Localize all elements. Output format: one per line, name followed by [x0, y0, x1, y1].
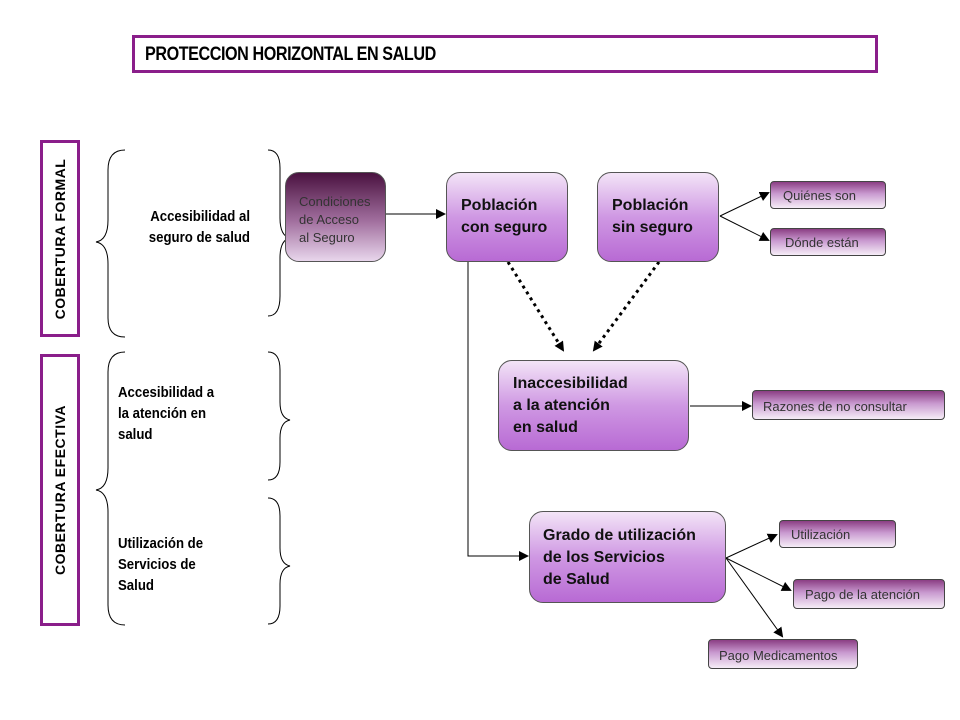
- arrow-con-seguro-grado: [467, 262, 529, 561]
- brace-efectiva: [95, 351, 126, 626]
- label-accesibilidad-atencion: Accesibilidad a la atención en salud: [118, 384, 215, 443]
- leaf-quienes-son: Quiénes son: [770, 181, 886, 209]
- node-inaccesibilidad: Inaccesibilidad a la atención en salud: [498, 360, 689, 451]
- arrow-grado-utilizacion: [725, 533, 778, 559]
- brace-atencion: [267, 351, 291, 481]
- leaf-razones-no-consultar: Razones de no consultar: [752, 390, 945, 420]
- dotted-sin-seguro: [592, 261, 661, 352]
- cobertura-efectiva-box: COBERTURA EFECTIVA: [40, 354, 80, 626]
- leaf-utilizacion: Utilización: [779, 520, 896, 548]
- dotted-con-seguro: [506, 261, 565, 352]
- leaf-pago-atencion: Pago de la atención: [793, 579, 945, 609]
- leaf-donde-estan: Dónde están: [770, 228, 886, 256]
- leaf-pago-medicamentos: Pago Medicamentos: [708, 639, 858, 669]
- node-poblacion-sin-seguro: Población sin seguro: [597, 172, 719, 262]
- title-box: PROTECCION HORIZONTAL EN SALUD: [132, 35, 878, 73]
- node-poblacion-con-seguro: Población con seguro: [446, 172, 568, 262]
- node-condiciones: Condiciones de Acceso al Seguro: [285, 172, 386, 262]
- cobertura-efectiva-label: COBERTURA EFECTIVA: [52, 405, 68, 575]
- page-title: PROTECCION HORIZONTAL EN SALUD: [145, 44, 436, 65]
- arrow-sin-seguro-quienes: [719, 191, 770, 217]
- arrow-grado-medicamentos: [725, 557, 784, 638]
- node-grado-utilizacion: Grado de utilización de los Servicios de…: [529, 511, 726, 603]
- label-accesibilidad-seguro: Accesibilidad al seguro de salud: [148, 208, 250, 246]
- cobertura-formal-label: COBERTURA FORMAL: [52, 158, 68, 319]
- arrow-grado-pago-atencion: [725, 557, 792, 591]
- arrow-sin-seguro-donde: [719, 215, 770, 241]
- brace-formal: [95, 149, 126, 338]
- brace-utilizacion: [267, 497, 291, 625]
- label-utilizacion-servicios: Utilización de Servicios de Salud: [118, 535, 204, 594]
- cobertura-formal-box: COBERTURA FORMAL: [40, 140, 80, 337]
